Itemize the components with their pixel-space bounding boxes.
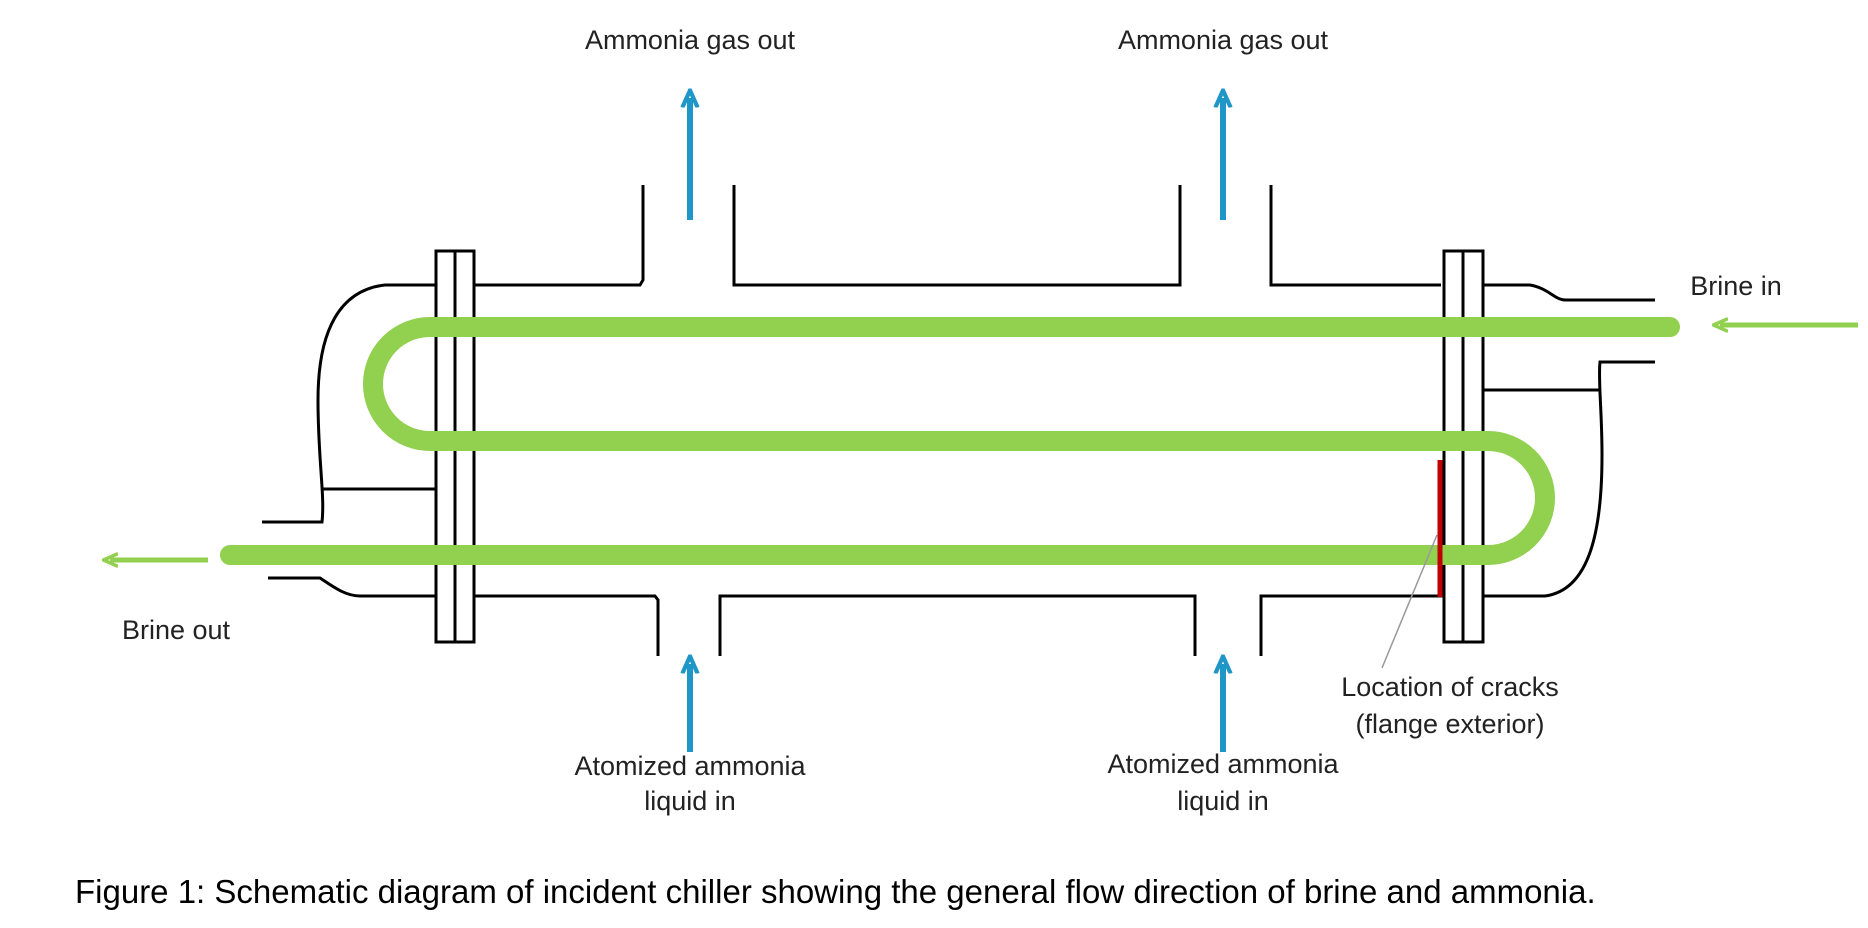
top-shell-left — [474, 185, 645, 287]
chiller-shell — [262, 185, 1655, 656]
liquid-in-label-right-line1: Atomized ammonia — [1107, 749, 1339, 779]
top-shell-middle — [732, 185, 1182, 287]
figure-caption: Figure 1: Schematic diagram of incident … — [75, 873, 1596, 910]
right-head — [1483, 283, 1655, 302]
bottom-shell-left — [474, 594, 660, 656]
liquid-in-label-left-line2: liquid in — [644, 786, 736, 816]
gas-out-label-right: Ammonia gas out — [1118, 25, 1329, 55]
brine-tube — [220, 317, 1680, 565]
liquid-in-label-left-line1: Atomized ammonia — [574, 751, 806, 781]
crack-leader-line — [1381, 534, 1438, 669]
right-head-lower — [1483, 360, 1655, 598]
left-head-lower — [268, 576, 436, 598]
cracks-label-line1: Location of cracks — [1341, 672, 1559, 702]
gas-out-label-left: Ammonia gas out — [585, 25, 796, 55]
brine-in-label: Brine in — [1690, 271, 1782, 301]
liquid-in-label-right-line2: liquid in — [1177, 786, 1269, 816]
left-head — [262, 283, 436, 524]
brine-out-label: Brine out — [122, 615, 231, 645]
cracks-label-line2: (flange exterior) — [1355, 709, 1544, 739]
top-shell-right — [1269, 185, 1441, 287]
bottom-shell-right — [1259, 594, 1444, 656]
bottom-shell-middle — [718, 594, 1197, 656]
